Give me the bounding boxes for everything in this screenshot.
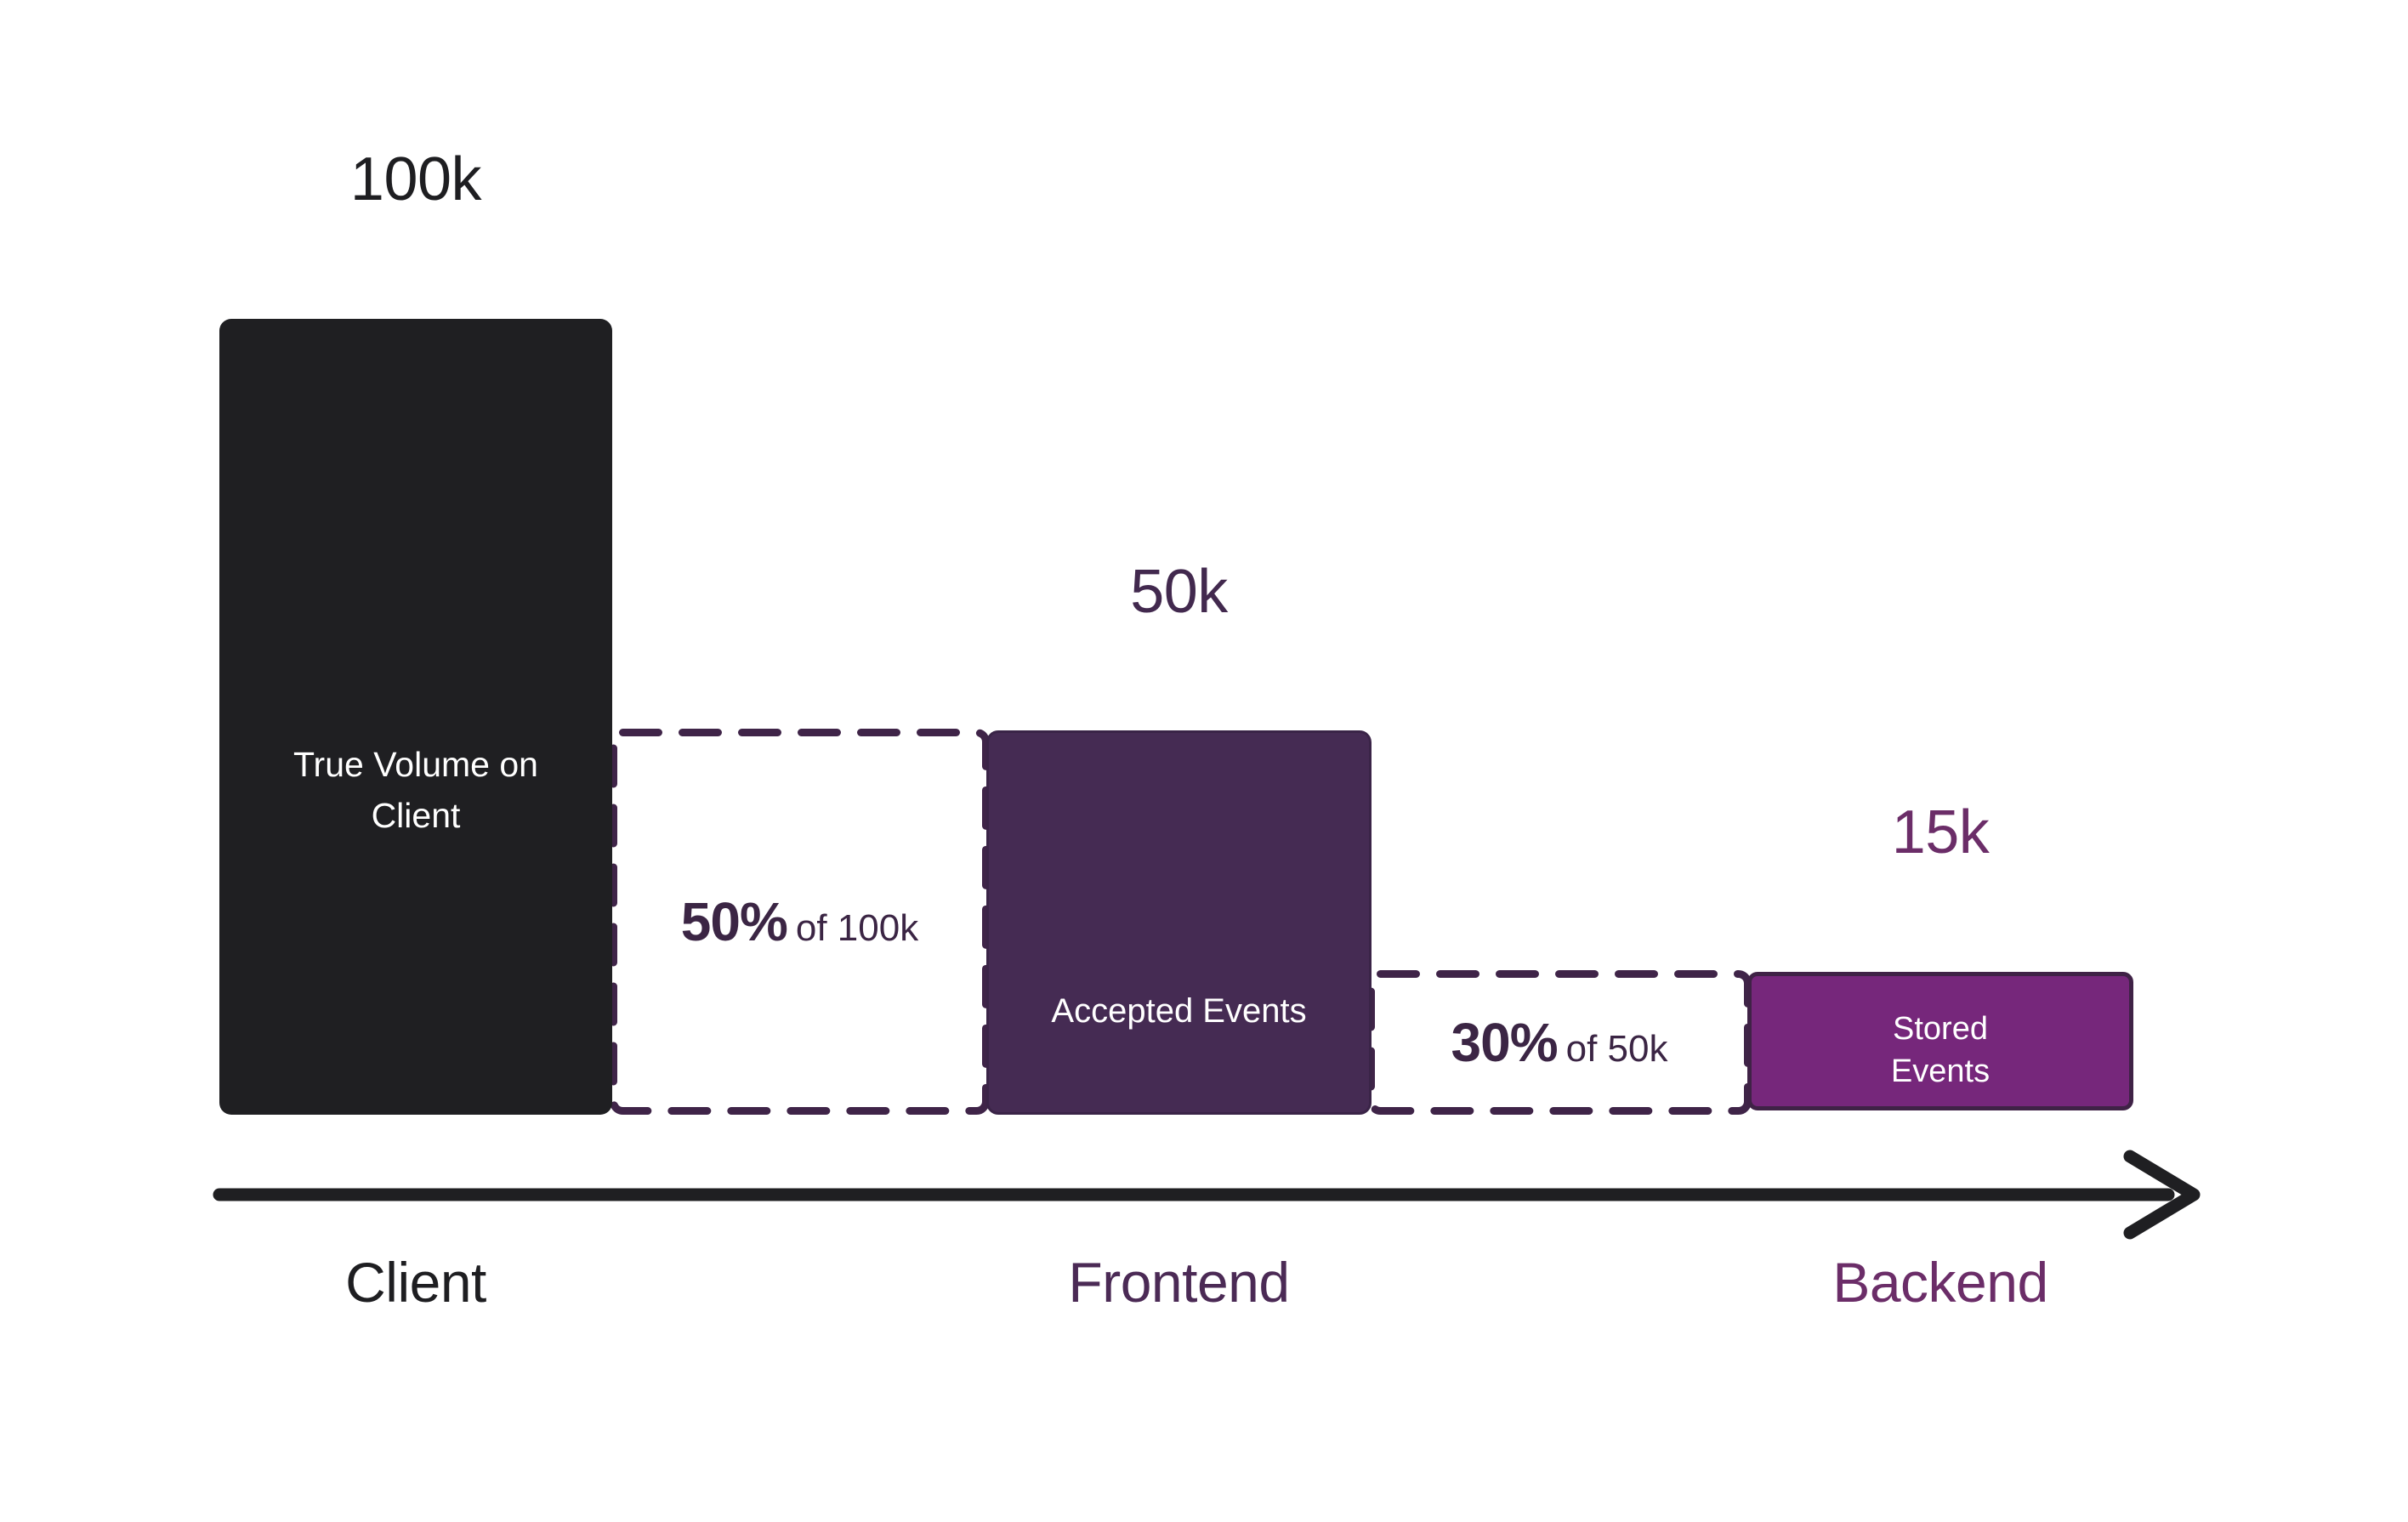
arrow-head-icon	[2123, 1150, 2201, 1240]
bar-caption-backend-line2: Events	[1890, 1053, 1991, 1089]
bar-frontend-accepted-events: Accepted Events	[986, 730, 1372, 1115]
value-label-client: 100k	[349, 145, 482, 213]
dropoff-text-1: 50%of 100k	[681, 890, 918, 953]
bar-caption-frontend: Accepted Events	[1051, 992, 1307, 1030]
axis-label-backend: Backend	[1832, 1251, 2048, 1314]
dropoff-text-2: 30%of 50k	[1451, 1011, 1668, 1074]
dropoff-percent-1: 50%	[680, 891, 788, 952]
dashed-outline-1	[610, 729, 990, 1115]
dropoff-box-client-to-frontend: 50%of 100k	[610, 729, 990, 1115]
bar-client-true-volume: True Volume on Client	[219, 319, 612, 1115]
dropoff-base-2: of 50k	[1565, 1028, 1668, 1070]
dropoff-base-1: of 100k	[795, 907, 919, 949]
value-label-frontend: 50k	[1130, 558, 1228, 626]
bar-caption-client-line2: Client	[371, 795, 461, 835]
bar-caption-backend-line1: Stored	[1893, 1010, 1988, 1047]
bar-backend-stored-events: Stored Events	[1747, 972, 2133, 1110]
value-label-backend: 15k	[1891, 798, 1990, 866]
axis-label-frontend: Frontend	[1068, 1251, 1290, 1314]
axis-label-client: Client	[345, 1251, 486, 1314]
bar-caption-backend: Stored Events	[1778, 1008, 2103, 1093]
axis-arrow-icon	[213, 1150, 2201, 1240]
bar-caption-client: True Volume on Client	[247, 740, 584, 841]
bar-caption-client-line1: True Volume on	[293, 745, 538, 785]
dropoff-box-frontend-to-backend: 30%of 50k	[1367, 970, 1752, 1115]
dropoff-percent-2: 30%	[1451, 1012, 1559, 1073]
